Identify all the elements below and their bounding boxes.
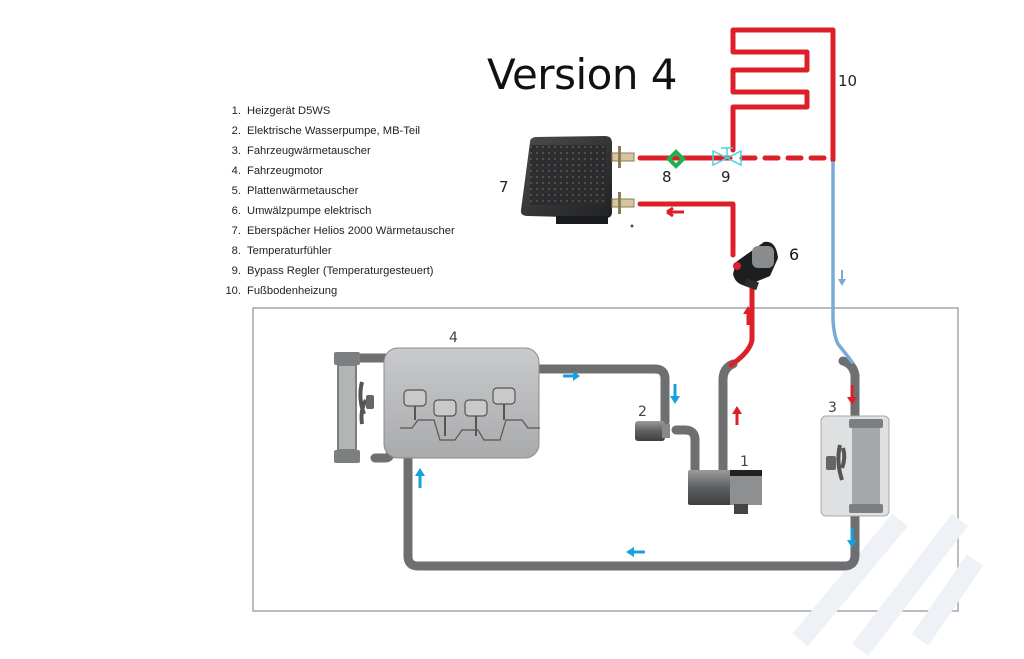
- flow-arrow: [847, 540, 857, 548]
- label-temp-sensor: 8: [662, 168, 672, 186]
- label-helios: 7: [499, 178, 509, 196]
- legend-item: 3.Fahrzeugwärmetauscher: [231, 145, 371, 157]
- bypass-valve-icon: [712, 147, 742, 167]
- vehicle-frame: [252, 307, 959, 612]
- flow-arrow: [670, 396, 680, 404]
- flow-arrow-red: [666, 206, 684, 218]
- circulation-pump: [733, 241, 778, 291]
- legend-item: 1.Heizgerät D5WS: [231, 105, 331, 117]
- label-circulation-pump: 6: [789, 245, 799, 264]
- flow-arrows-red: [732, 306, 857, 425]
- component-legend: 1.Heizgerät D5WS 2.Elektrische Wasserpum…: [222, 101, 455, 301]
- flow-arrow: [626, 547, 634, 557]
- label-engine: 4: [449, 330, 458, 346]
- cold-water-line: [831, 161, 854, 364]
- temperature-sensor-icon: [666, 149, 686, 169]
- engine: [383, 347, 540, 459]
- dot: [630, 224, 634, 228]
- legend-item: 7.Eberspächer Helios 2000 Wärmetauscher: [231, 225, 455, 237]
- legend-item: 4.Fahrzeugmotor: [231, 165, 323, 177]
- legend-item: 2.Elektrische Wasserpumpe, MB-Teil: [231, 125, 421, 137]
- label-heater: 1: [740, 454, 749, 470]
- flow-arrow-cold: [838, 270, 846, 286]
- water-pump: [635, 421, 670, 441]
- helios-heat-exchanger: [520, 136, 635, 224]
- flow-arrow: [573, 371, 580, 381]
- flow-arrow: [732, 406, 742, 414]
- legend-item: 5.Plattenwärmetauscher: [231, 185, 359, 197]
- vehicle-heat-exchanger: [820, 415, 890, 517]
- legend-item: 9.Bypass Regler (Temperaturgesteuert): [231, 265, 434, 277]
- legend-item: 6.Umwälzpumpe elektrisch: [231, 205, 372, 217]
- watermark: [792, 513, 984, 657]
- flow-arrow: [743, 306, 753, 314]
- legend-item: 8.Temperaturfühler: [231, 245, 332, 257]
- radiator: [334, 352, 374, 463]
- flow-arrows-blue: [415, 371, 857, 557]
- heater-d5ws: [688, 470, 762, 514]
- diagram-title: Version 4: [487, 50, 678, 99]
- legend-item: 10.Fußbodenheizung: [225, 285, 338, 297]
- label-vehicle-heat-exchanger: 3: [828, 400, 837, 416]
- flow-arrow: [847, 397, 857, 405]
- label-water-pump: 2: [638, 404, 647, 420]
- label-bypass-valve: 9: [721, 168, 731, 186]
- hot-water-lines: [637, 27, 836, 368]
- flow-arrow: [415, 468, 425, 476]
- label-floor-heating: 10: [838, 72, 857, 90]
